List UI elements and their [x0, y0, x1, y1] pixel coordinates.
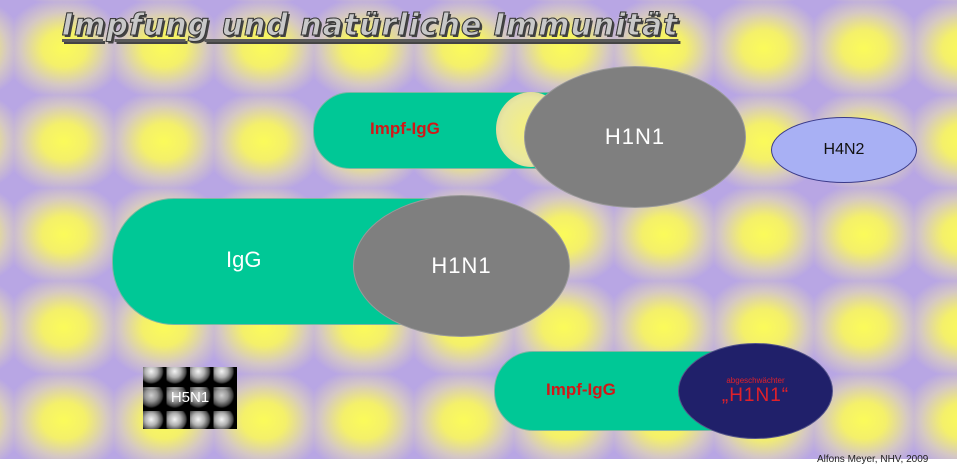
attenuated-virus-h1n1: abgeschwächter „H1N1“ — [678, 343, 833, 439]
virus-h1n1-middle: H1N1 — [353, 195, 570, 337]
virus-h1n1-top-label: H1N1 — [604, 124, 666, 149]
virus-h4n2: H4N2 — [771, 117, 917, 183]
vaccine-antibody-top-label: Impf-IgG — [370, 119, 440, 138]
virus-h5n1-label: H5N1 — [143, 389, 237, 407]
attenuated-virus-caption: abgeschwächter — [726, 376, 785, 385]
footer-credit: Alfons Meyer, NHV, 2009 — [817, 454, 929, 465]
attenuated-virus-label: „H1N1“ — [721, 385, 790, 406]
virus-h5n1-image: H5N1 — [143, 367, 237, 429]
virus-h1n1-top: H1N1 — [524, 66, 746, 208]
slide-title: Impfung und natürliche Immunität — [61, 8, 679, 44]
virus-h1n1-middle-label: H1N1 — [431, 253, 492, 278]
vaccine-antibody-bottom-label: Impf-IgG — [546, 380, 616, 399]
natural-antibody-igg-label: IgG — [226, 247, 262, 272]
virus-h4n2-label: H4N2 — [823, 141, 865, 158]
